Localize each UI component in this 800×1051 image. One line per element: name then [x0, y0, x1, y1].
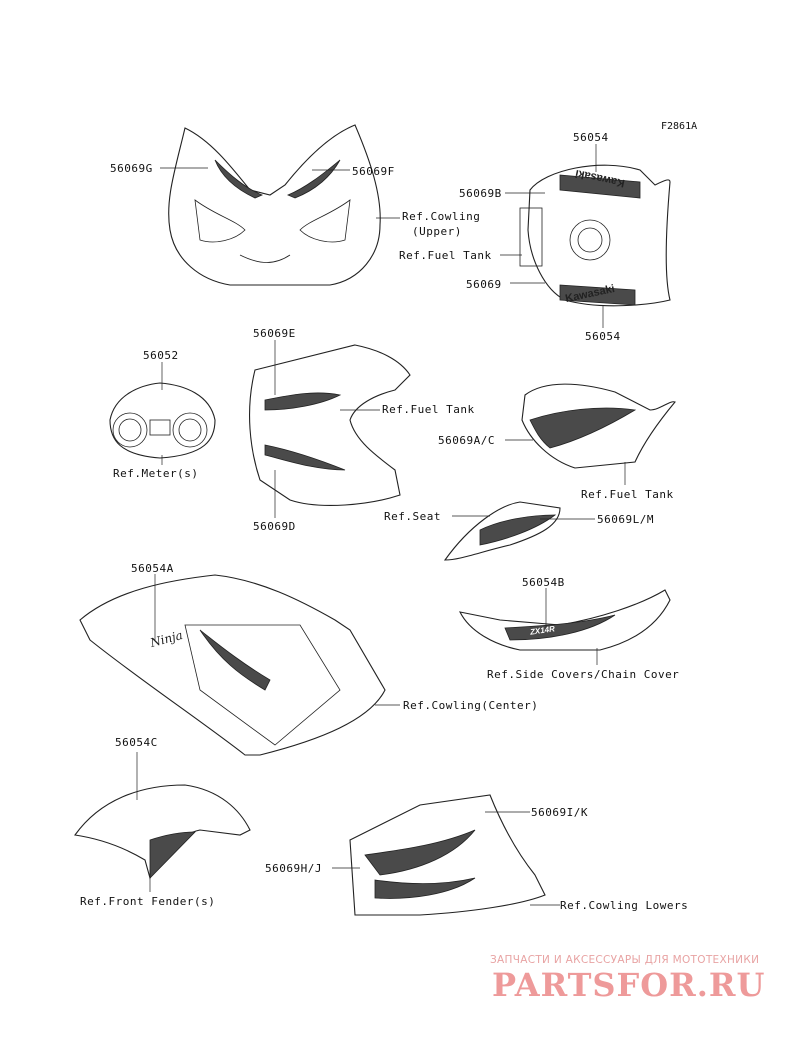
cowling-lowers	[332, 794, 560, 916]
label-ref-cowling-upper: Ref.Cowling	[402, 210, 481, 223]
seat-piece	[443, 501, 595, 561]
label-56054c: 56054C	[115, 736, 158, 749]
meter-assembly	[109, 362, 216, 465]
center-cowling	[79, 574, 400, 756]
upper-cowling	[160, 124, 400, 286]
label-56069g: 56069G	[110, 162, 153, 175]
fuel-tank-front	[249, 340, 411, 518]
label-56069ac: 56069A/C	[438, 434, 495, 447]
front-fender	[74, 752, 251, 892]
tank-side	[505, 383, 676, 485]
label-56052: 56052	[143, 349, 179, 362]
label-ref-cowling-center: Ref.Cowling(Center)	[403, 699, 539, 712]
label-ref-fuel-tank-2: Ref.Fuel Tank	[382, 403, 475, 416]
label-56069hj: 56069H/J	[265, 862, 322, 875]
label-56069ik: 56069I/K	[531, 806, 588, 819]
label-ref-front-fender: Ref.Front Fender(s)	[80, 895, 216, 908]
fuel-tank-top	[500, 144, 671, 328]
label-56069f: 56069F	[352, 165, 395, 178]
label-ref-fuel-tank-1: Ref.Fuel Tank	[399, 249, 492, 262]
watermark-logo: PARTSFOR.RU	[492, 966, 766, 1004]
side-covers	[459, 588, 671, 665]
label-56069b: 56069B	[459, 187, 502, 200]
label-upper: (Upper)	[412, 225, 462, 238]
label-56054b: 56054B	[522, 576, 565, 589]
label-56054-bottom: 56054	[585, 330, 621, 343]
label-ref-fuel-tank-3: Ref.Fuel Tank	[581, 488, 674, 501]
label-ref-meter: Ref.Meter(s)	[113, 467, 199, 480]
watermark-caption: ЗАПЧАСТИ И АКСЕССУАРЫ ДЛЯ МОТОТЕХНИКИ	[490, 954, 760, 966]
label-56054a: 56054A	[131, 562, 174, 575]
label-56054-top: 56054	[573, 131, 609, 144]
label-56069: 56069	[466, 278, 502, 291]
label-ref-side-covers: Ref.Side Covers/Chain Cover	[487, 668, 680, 681]
label-56069lm: 56069L/M	[597, 513, 654, 526]
label-56069d: 56069D	[253, 520, 296, 533]
label-56069e: 56069E	[253, 327, 296, 340]
label-ref-seat: Ref.Seat	[384, 510, 441, 523]
figure-code: F2861A	[661, 121, 698, 132]
label-ref-cowling-lowers: Ref.Cowling Lowers	[560, 899, 689, 912]
